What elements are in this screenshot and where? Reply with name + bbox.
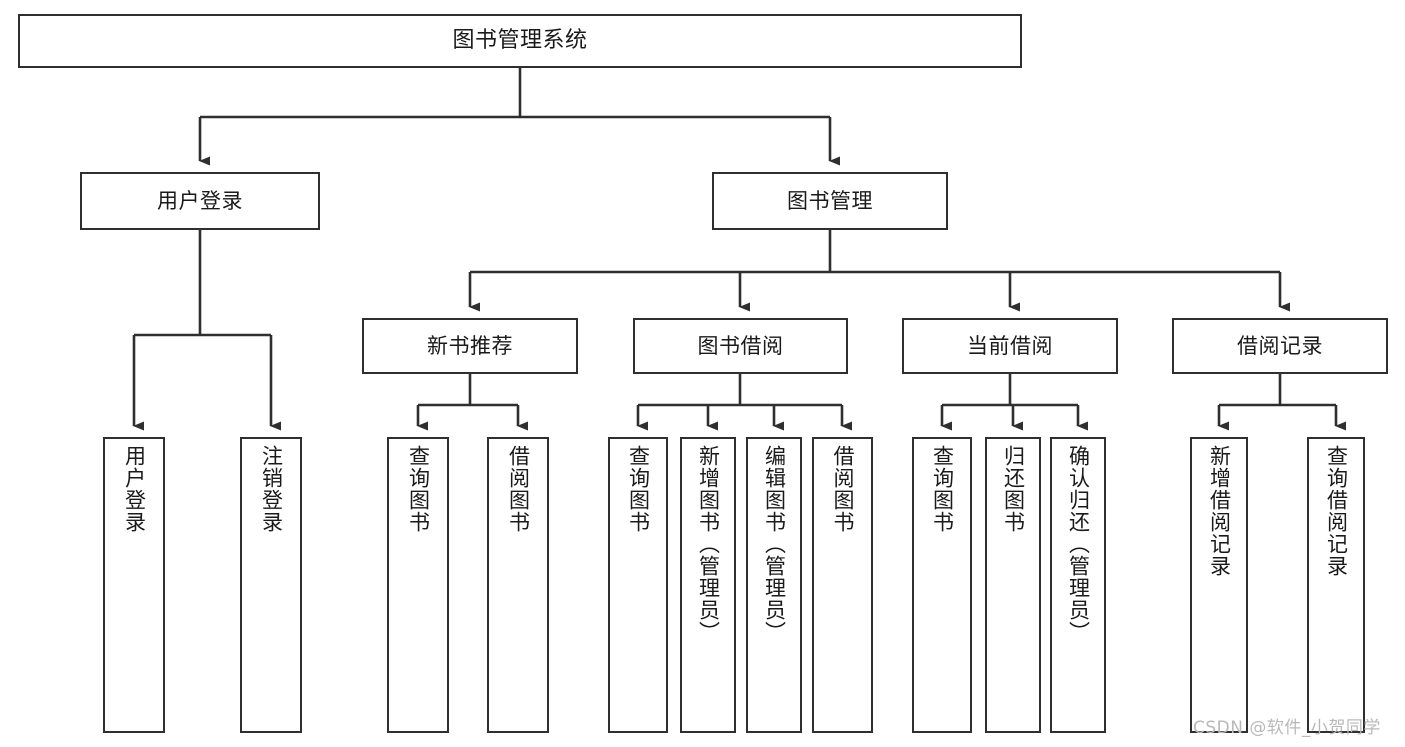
node-level2-book-borrow-label: 图书借阅 [697, 333, 784, 358]
node-leaf-add-book-admin-label: 新增图书（管理员） [696, 445, 721, 643]
node-leaf-edit-book-admin[interactable]: 编辑图书（管理员） [746, 437, 802, 733]
node-leaf-query-book-borrow-label: 查询图书 [626, 445, 651, 533]
node-level1-book-management-label: 图书管理 [787, 188, 873, 213]
node-leaf-query-book-borrow[interactable]: 查询图书 [608, 437, 668, 733]
node-level2-book-borrow[interactable]: 图书借阅 [633, 318, 848, 374]
node-level2-current-borrow[interactable]: 当前借阅 [902, 318, 1118, 374]
node-leaf-confirm-return-admin[interactable]: 确认归还（管理员） [1050, 437, 1106, 733]
node-leaf-query-borrow-record-label: 查询借阅记录 [1324, 445, 1349, 577]
node-leaf-logout-login-label: 注销登录 [259, 445, 284, 533]
node-leaf-return-book-label: 归还图书 [1001, 445, 1026, 533]
node-leaf-return-book[interactable]: 归还图书 [985, 437, 1041, 733]
node-leaf-add-borrow-record-label: 新增借阅记录 [1207, 445, 1232, 577]
node-leaf-query-borrow-record[interactable]: 查询借阅记录 [1307, 437, 1365, 733]
node-leaf-query-book-current[interactable]: 查询图书 [912, 437, 972, 733]
node-level1-book-management[interactable]: 图书管理 [712, 172, 948, 230]
node-level2-new-book-recommend[interactable]: 新书推荐 [362, 318, 578, 374]
node-leaf-borrow-book[interactable]: 借阅图书 [812, 437, 873, 733]
node-level2-new-book-recommend-label: 新书推荐 [427, 333, 513, 358]
node-root-label: 图书管理系统 [452, 28, 588, 54]
node-level2-current-borrow-label: 当前借阅 [967, 333, 1053, 358]
node-leaf-user-login[interactable]: 用户登录 [103, 437, 165, 733]
node-leaf-query-book-recommend[interactable]: 查询图书 [387, 437, 449, 733]
node-leaf-add-book-admin[interactable]: 新增图书（管理员） [680, 437, 736, 733]
node-leaf-user-login-label: 用户登录 [122, 445, 147, 533]
node-level2-borrow-record[interactable]: 借阅记录 [1172, 318, 1388, 374]
node-leaf-confirm-return-admin-label: 确认归还（管理员） [1066, 445, 1091, 643]
node-level2-borrow-record-label: 借阅记录 [1237, 333, 1323, 358]
node-leaf-query-book-current-label: 查询图书 [930, 445, 955, 533]
csdn-watermark: CSDN @软件_小贺同学 [1193, 718, 1381, 738]
node-leaf-borrow-book-label: 借阅图书 [831, 445, 856, 533]
node-leaf-borrow-book-recommend-label: 借阅图书 [506, 445, 531, 533]
node-leaf-query-book-recommend-label: 查询图书 [406, 445, 431, 533]
node-level1-user-login[interactable]: 用户登录 [80, 172, 320, 230]
node-leaf-logout-login[interactable]: 注销登录 [240, 437, 302, 733]
node-root[interactable]: 图书管理系统 [18, 14, 1022, 68]
node-leaf-borrow-book-recommend[interactable]: 借阅图书 [487, 437, 549, 733]
node-leaf-add-borrow-record[interactable]: 新增借阅记录 [1190, 437, 1248, 733]
node-level1-user-login-label: 用户登录 [157, 188, 243, 213]
node-leaf-edit-book-admin-label: 编辑图书（管理员） [762, 445, 787, 643]
